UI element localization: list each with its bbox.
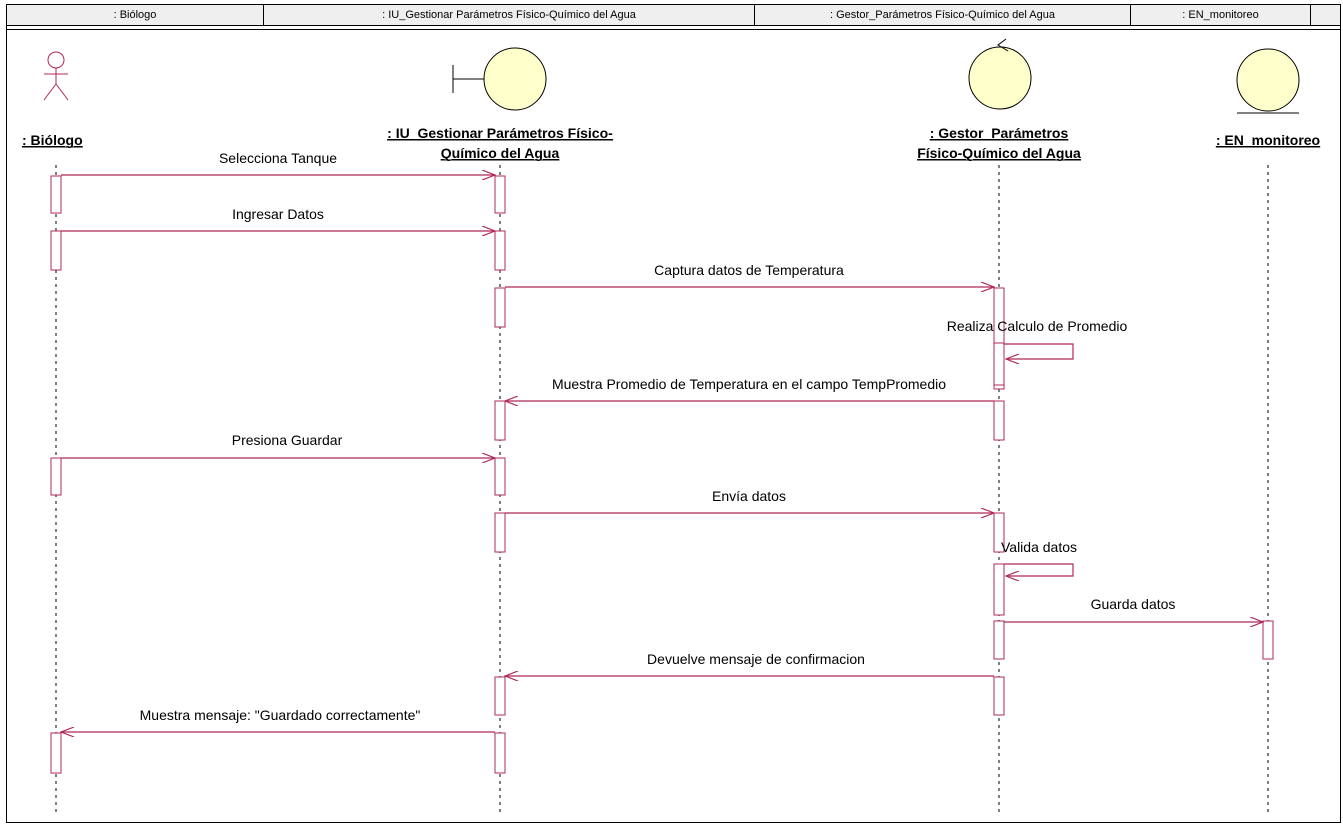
activation-bar [494, 512, 506, 553]
message-4: Realiza Calculo de Promedio [947, 318, 1128, 359]
activation-bar [50, 457, 62, 496]
header-cell-iu: : IU_Gestionar Parámetros Físico-Químico… [264, 5, 755, 25]
activation-bar [494, 732, 506, 774]
activation-bar [993, 512, 1005, 553]
activation-bar [50, 230, 62, 271]
lifeline-label-iu: Químico del Agua [441, 145, 560, 161]
activation-bar [993, 620, 1005, 660]
header-divider [7, 26, 1340, 30]
message-label: Selecciona Tanque [219, 150, 337, 166]
message-7: Envía datos [505, 488, 994, 513]
message-label: Presiona Guardar [232, 432, 343, 448]
message-arrow [1004, 343, 1074, 359]
activation-bar [494, 457, 506, 496]
activation-bar [993, 342, 1005, 386]
boundary-icon [452, 47, 547, 111]
activation-bar [993, 563, 1005, 616]
message-5: Muestra Promedio de Temperatura en el ca… [505, 376, 994, 401]
diagram-frame [6, 4, 1341, 823]
message-2: Ingresar Datos [61, 206, 495, 231]
message-6: Presiona Guardar [61, 432, 495, 458]
control-icon [968, 38, 1032, 110]
activation-bar [1262, 620, 1274, 660]
lifeline-label-monitoreo: : EN_monitoreo [1216, 132, 1320, 148]
activation-bar [993, 676, 1005, 716]
message-11: Muestra mensaje: "Guardado correctamente… [61, 707, 495, 732]
message-label: Devuelve mensaje de confirmacion [647, 651, 865, 667]
message-label: Envía datos [712, 488, 786, 504]
message-10: Devuelve mensaje de confirmacion [505, 651, 994, 676]
message-label: Guarda datos [1091, 596, 1176, 612]
activation-bar [50, 732, 62, 774]
message-9: Guarda datos [1004, 596, 1263, 622]
message-label: Muestra Promedio de Temperatura en el ca… [552, 376, 946, 392]
lifeline-label-gestor: : Gestor_Parámetros [930, 125, 1069, 141]
lifeline-label-iu: : IU_Gestionar Parámetros Físico- [387, 125, 613, 141]
message-label: Captura datos de Temperatura [654, 262, 844, 278]
message-label: Ingresar Datos [232, 206, 324, 222]
message-arrow [1004, 563, 1074, 576]
header-cell-gestor: : Gestor_Parámetros Físico-Químico del A… [755, 5, 1131, 25]
activation-bar [50, 175, 62, 214]
message-3: Captura datos de Temperatura [505, 262, 994, 287]
message-1: Selecciona Tanque [61, 150, 495, 175]
entity-icon [1236, 48, 1300, 114]
header-cell-biologo: : Biólogo [7, 5, 264, 25]
header-cell-monitoreo: : EN_monitoreo [1131, 5, 1311, 25]
activation-bar [494, 400, 506, 441]
activation-bar [494, 287, 506, 328]
lifeline-label-gestor: Físico-Químico del Agua [917, 145, 1081, 161]
message-label: Muestra mensaje: "Guardado correctamente… [140, 707, 421, 723]
lifeline-label-biologo: : Biólogo [22, 132, 83, 148]
activation-bar [993, 400, 1005, 441]
activation-bar [494, 230, 506, 271]
message-label: Valida datos [1001, 539, 1077, 555]
actor-icon [43, 51, 69, 101]
message-8: Valida datos [1001, 539, 1077, 576]
activation-bar [494, 676, 506, 716]
message-label: Realiza Calculo de Promedio [947, 318, 1128, 334]
activation-bar [993, 287, 1005, 390]
activation-bar [494, 175, 506, 214]
header-bar: : Biólogo : IU_Gestionar Parámetros Físi… [7, 5, 1340, 26]
